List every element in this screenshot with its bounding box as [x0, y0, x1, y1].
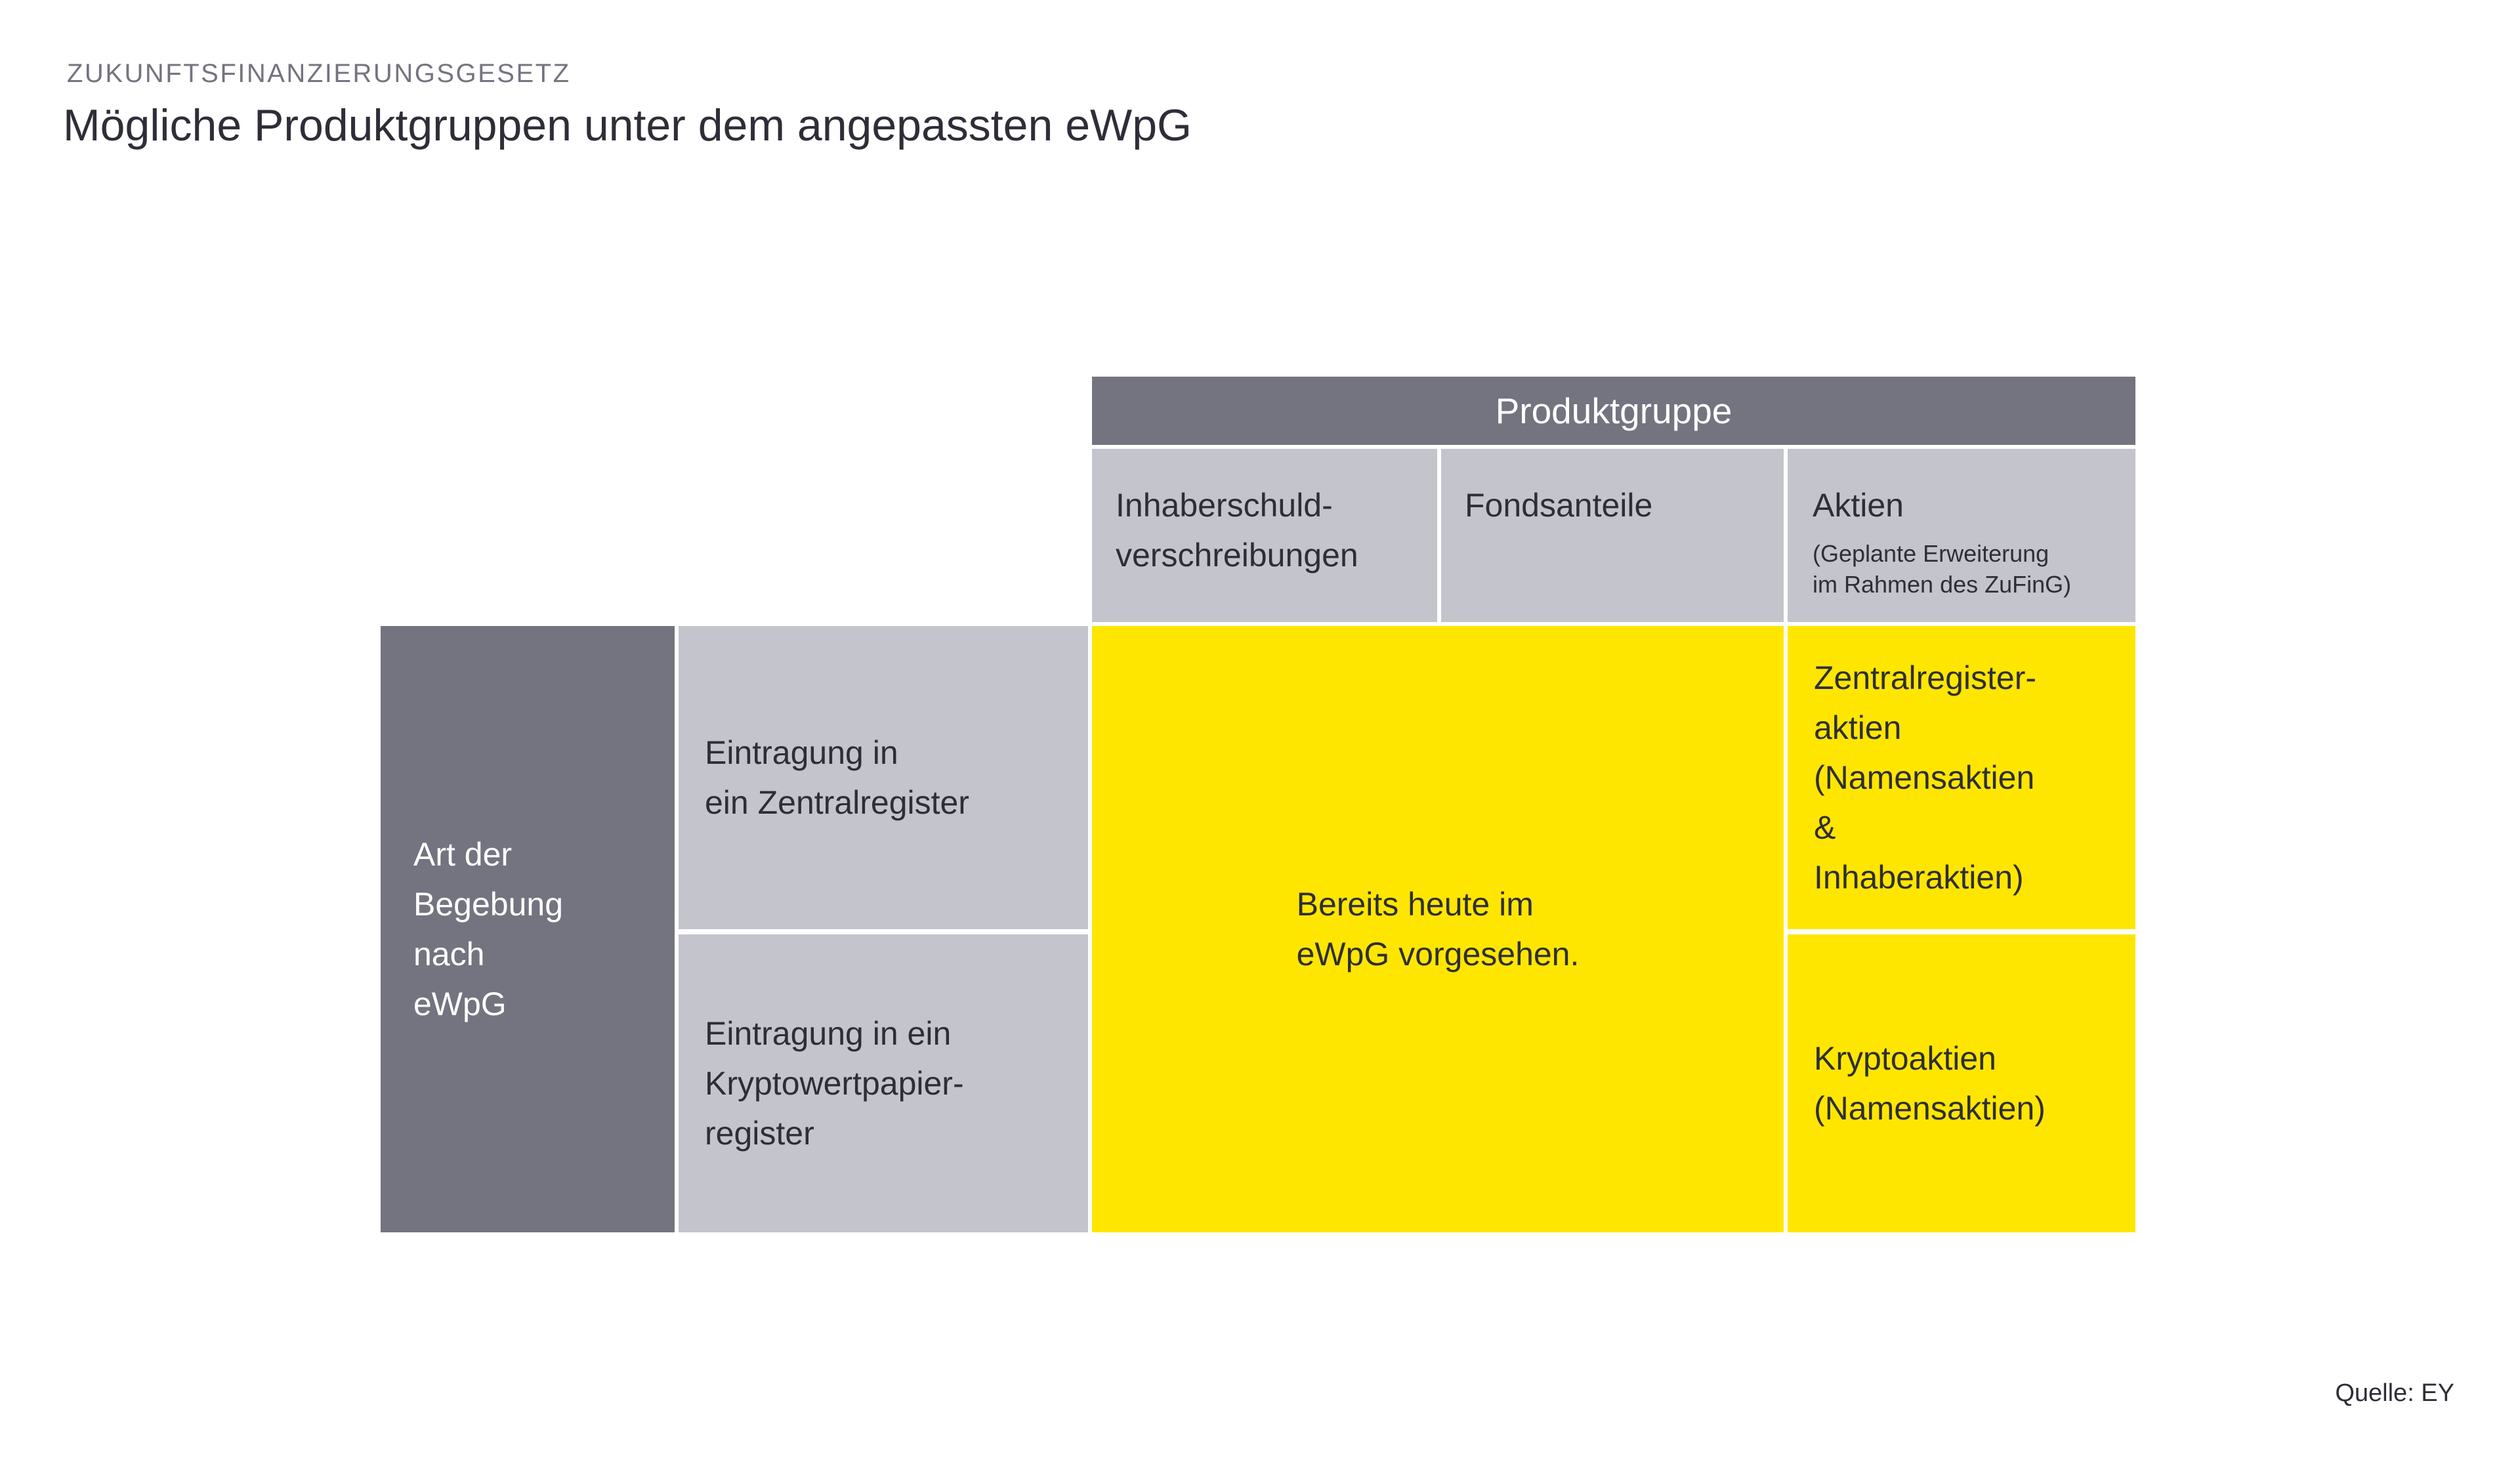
row-header-kryptowertpapierregister-label: Eintragung in ein Kryptowertpapier- regi…	[705, 1015, 964, 1152]
cell-zentralregisteraktien-label: Zentralregister- aktien (Namensaktien & …	[1814, 659, 2036, 896]
eyebrow-label: ZUKUNFTSFINANZIERUNGSGESETZ	[67, 59, 571, 88]
cell-zentralregisteraktien: Zentralregister- aktien (Namensaktien & …	[1788, 626, 2135, 929]
column-header-inhaberschuldverschreibungen: Inhaberschuld- verschreibungen	[1092, 449, 1437, 622]
row-axis-label: Art der Begebung nach eWpG	[413, 836, 564, 1022]
cell-kryptoaktien-label: Kryptoaktien (Namensaktien)	[1814, 1040, 2046, 1127]
page-title: Mögliche Produktgruppen unter dem angepa…	[63, 100, 1192, 150]
column-header-aktien-sublabel: (Geplante Erweiterung im Rahmen des ZuFi…	[1813, 540, 2072, 598]
row-header-zentralregister-label: Eintragung in ein Zentralregister	[705, 734, 969, 821]
column-header-aktien: Aktien (Geplante Erweiterung im Rahmen d…	[1788, 449, 2135, 622]
source-note: Quelle: EY	[2335, 1379, 2454, 1407]
product-group-header-bar: Produktgruppe	[1092, 377, 2135, 445]
column-header-inhaberschuldverschreibungen-label: Inhaberschuld- verschreibungen	[1116, 487, 1358, 574]
row-axis-label-cell: Art der Begebung nach eWpG	[381, 626, 675, 1232]
cell-bereits-heute-im-ewpg-label: Bereits heute im eWpG vorgesehen.	[1296, 886, 1580, 972]
cell-bereits-heute-im-ewpg: Bereits heute im eWpG vorgesehen.	[1092, 626, 1784, 1232]
column-header-fondsanteile-label: Fondsanteile	[1465, 487, 1653, 524]
cell-kryptoaktien: Kryptoaktien (Namensaktien)	[1788, 934, 2135, 1232]
column-header-fondsanteile: Fondsanteile	[1441, 449, 1784, 622]
row-header-zentralregister: Eintragung in ein Zentralregister	[679, 626, 1088, 929]
product-group-header-label: Produktgruppe	[1495, 390, 1732, 431]
row-header-kryptowertpapierregister: Eintragung in ein Kryptowertpapier- regi…	[679, 934, 1088, 1232]
column-header-aktien-label: Aktien	[1813, 487, 1904, 524]
